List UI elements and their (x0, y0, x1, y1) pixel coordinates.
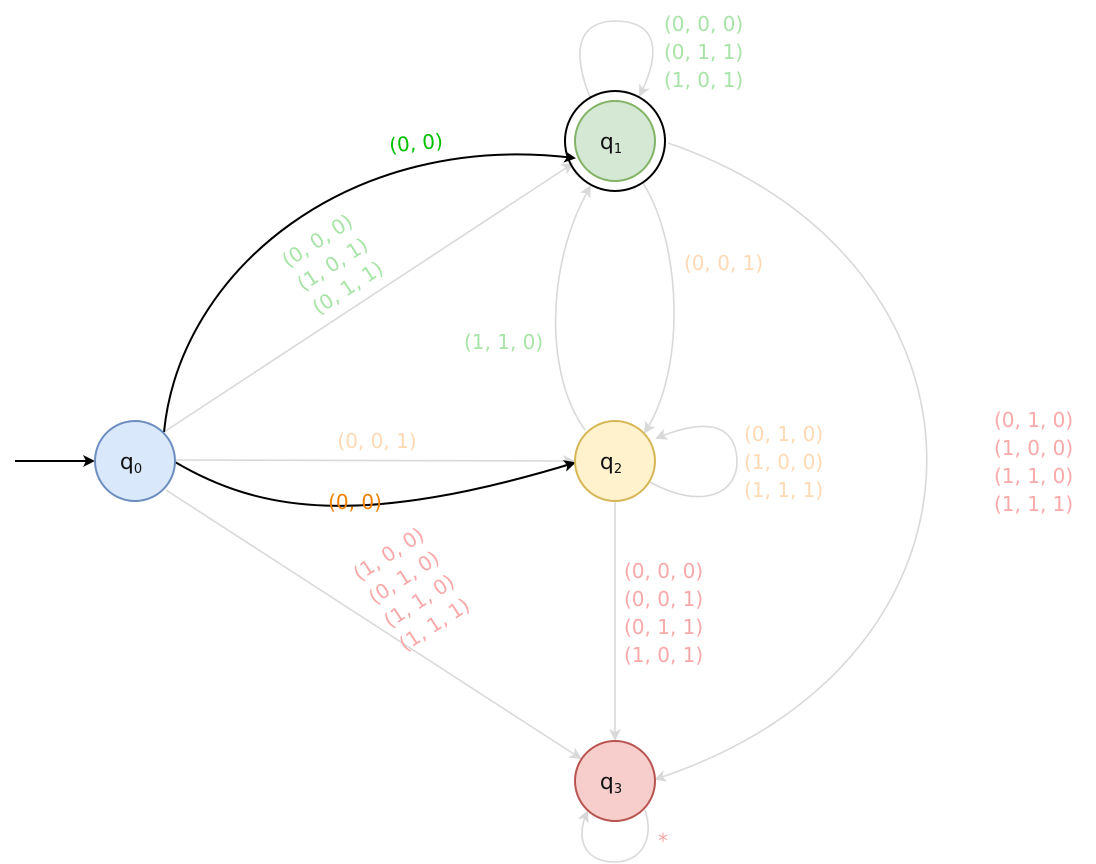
label-q2-q1: (1, 1, 0) (464, 330, 543, 354)
label-q2-q3: (0, 0, 0) (0, 0, 1) (0, 1, 1) (1, 0, 1) (624, 559, 703, 667)
svg-text:(0, 1, 1): (0, 1, 1) (624, 615, 703, 639)
svg-text:(1, 1, 0): (1, 1, 0) (994, 464, 1073, 488)
edge-q1-q2 (642, 182, 675, 434)
edge-q0-q3 (165, 489, 582, 760)
svg-text:(1, 1, 1): (1, 1, 1) (994, 492, 1073, 516)
label-q0-q2-highlight: (0, 0) (328, 490, 382, 514)
edge-q2-q1 (554, 185, 591, 431)
label-q0-q3: (1, 0, 0) (0, 1, 0) (1, 1, 0) (1, 1, 1) (349, 522, 474, 656)
edge-q1-q1-loop (579, 20, 654, 98)
label-q2-loop: (0, 1, 0) (1, 0, 0) (1, 1, 1) (744, 422, 823, 502)
state-q2[interactable]: q2 (574, 420, 656, 502)
state-q0[interactable]: q0 (94, 420, 176, 502)
edge-q0-q1-highlight (163, 150, 576, 433)
edge-q0-q2-highlight (174, 460, 576, 507)
svg-text:(1, 0, 0): (1, 0, 0) (994, 436, 1073, 460)
edge-q2-q2-loop (649, 425, 738, 498)
label-q0-q1-faded: (0, 0, 0) (1, 0, 1) (0, 1, 1) (277, 209, 387, 319)
state-q2-label: q (600, 450, 614, 475)
edge-q3-q3-loop (577, 809, 649, 863)
label-q1-loop: (0, 0, 0) (0, 1, 1) (1, 0, 1) (664, 12, 743, 92)
label-q1-q3: (0, 1, 0) (1, 0, 0) (1, 1, 0) (1, 1, 1) (994, 408, 1073, 516)
accepting-ring (564, 90, 666, 192)
edge-q0-q1-faded (163, 162, 574, 433)
svg-text:q2: q2 (600, 450, 622, 477)
svg-text:(1, 1, 1): (1, 1, 1) (744, 478, 823, 502)
svg-text:(1, 0, 1): (1, 0, 1) (624, 643, 703, 667)
label-q1-q2: (0, 0, 1) (684, 251, 763, 275)
svg-text:(0, 1, 1): (0, 1, 1) (664, 40, 743, 64)
state-q1-label: q (600, 130, 614, 155)
svg-text:(0, 1, 0): (0, 1, 0) (744, 422, 823, 446)
edge-q1-q3 (654, 142, 928, 782)
svg-text:q3: q3 (600, 770, 622, 797)
svg-text:(0, 0, 1): (0, 0, 1) (624, 587, 703, 611)
svg-text:q0: q0 (120, 450, 142, 477)
svg-text:(0, 0, 0): (0, 0, 0) (664, 12, 743, 36)
state-q3[interactable]: q3 (574, 740, 656, 822)
label-q3-loop: * (658, 829, 668, 853)
svg-text:(0, 0, 0): (0, 0, 0) (624, 559, 703, 583)
state-q0-label: q (120, 450, 134, 475)
edge-q0-q2-faded (175, 454, 575, 467)
label-q0-q1-highlight: (0, 0) (388, 129, 444, 158)
state-q1[interactable]: q1 (564, 90, 666, 192)
svg-text:(1, 0, 1): (1, 0, 1) (664, 68, 743, 92)
svg-text:(0, 1, 0): (0, 1, 0) (994, 408, 1073, 432)
label-q0-q2-faded: (0, 0, 1) (337, 429, 416, 453)
svg-text:q1: q1 (600, 130, 622, 157)
state-q3-label: q (600, 770, 614, 795)
svg-text:(1, 0, 0): (1, 0, 0) (744, 450, 823, 474)
